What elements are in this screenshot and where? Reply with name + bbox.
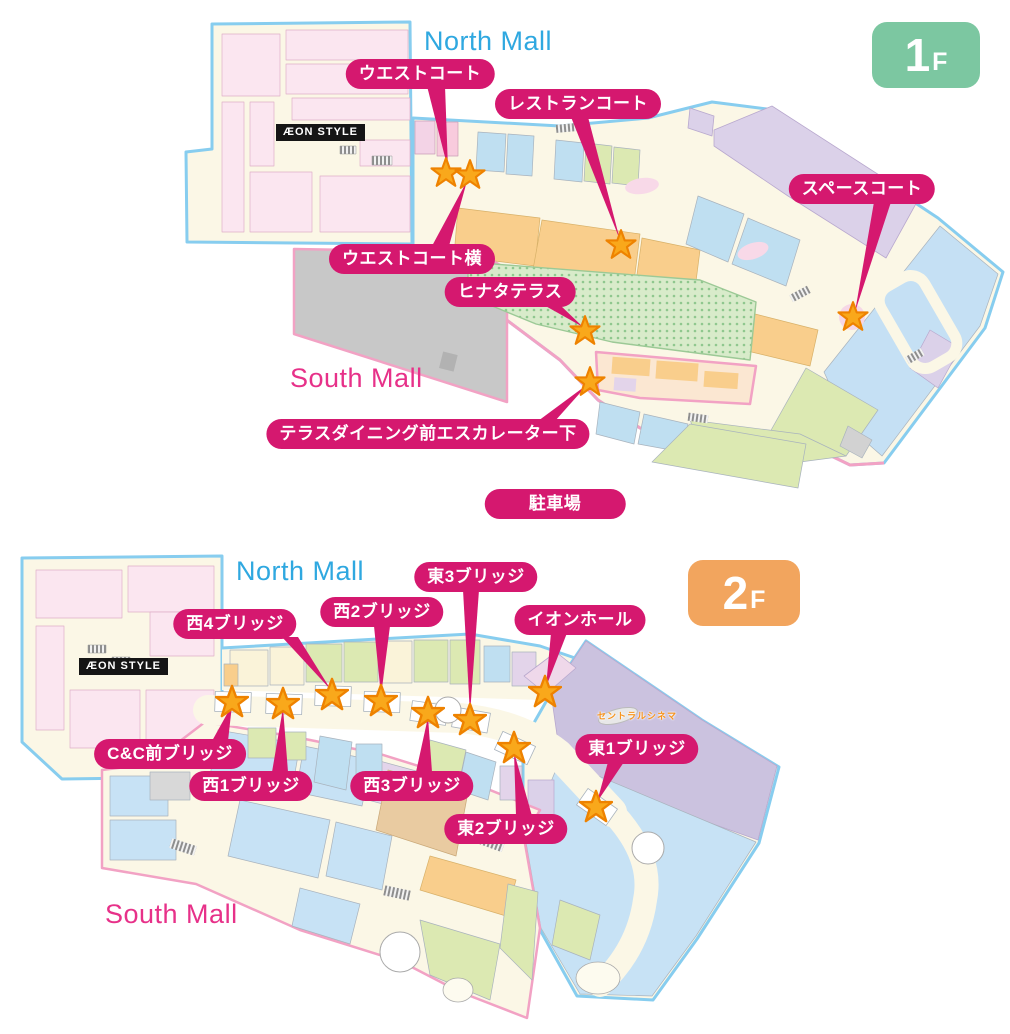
label-west2-bridge: 西2ブリッジ: [320, 597, 444, 627]
marker-east1-star-icon: [579, 789, 613, 823]
marker-west4-star-icon: [315, 677, 349, 711]
label-west-court: ウエストコート: [345, 59, 495, 89]
label-east1-bridge: 東1ブリッジ: [575, 734, 699, 764]
marker-west-court-star-icon: [430, 157, 462, 187]
label-pointers: [212, 86, 891, 816]
label-west4-bridge: 西4ブリッジ: [173, 609, 297, 639]
floor1-south-mall-title: South Mall: [290, 363, 423, 393]
label-hinata-terrace: ヒナタテラス: [444, 277, 576, 307]
marker-hinata-terrace-star-icon: [569, 315, 601, 345]
label-east2-bridge: 東2ブリッジ: [444, 814, 568, 844]
marker-space-court-star-icon: [837, 301, 869, 331]
floor1-aeon-style-logo: ÆON STYLE: [276, 124, 366, 141]
floor2-south-mall-title: South Mall: [105, 899, 238, 929]
label-parking: 駐車場: [484, 489, 626, 519]
label-aeon-hall: イオンホール: [514, 605, 646, 635]
label-west3-bridge: 西3ブリッジ: [350, 771, 474, 801]
marker-west-court-side-star-icon: [454, 159, 486, 189]
floor1-badge-number: 1: [904, 29, 931, 81]
marker-west3-star-icon: [411, 695, 445, 729]
marker-restaurant-court-star-icon: [605, 229, 637, 259]
floor2-north-mall-title: North Mall: [236, 556, 365, 586]
central-cinema-label: セントラルシネマ: [597, 711, 678, 721]
marker-west1-star-icon: [266, 686, 300, 720]
label-west-court-side: ウエストコート横: [329, 244, 495, 274]
marker-west2-star-icon: [364, 683, 398, 717]
marker-aeon-hall-star-icon: [528, 674, 562, 708]
marker-east2-star-icon: [497, 730, 531, 764]
marker-east3-star-icon: [453, 702, 487, 736]
floor2-badge-number: 2: [722, 567, 749, 619]
floor2-map: [20, 554, 781, 1020]
label-terrace-dining: テラスダイニング前エスカレーター下: [266, 419, 590, 449]
floor2-aeon-style-logo: ÆON STYLE: [79, 658, 169, 675]
label-west1-bridge: 西1ブリッジ: [189, 771, 313, 801]
floor2-badge-suffix: F: [750, 585, 766, 614]
label-cc-front-bridge: C&C前ブリッジ: [94, 739, 246, 769]
floor1-badge-suffix: F: [932, 47, 948, 76]
floor1-north-mall-title: North Mall: [424, 26, 553, 56]
label-east3-bridge: 東3ブリッジ: [414, 562, 538, 592]
label-space-court: スペースコート: [788, 174, 936, 204]
marker-terrace-dining-star-icon: [574, 366, 606, 396]
label-restaurant-court: レストランコート: [495, 89, 661, 119]
marker-cc-front-star-icon: [215, 684, 249, 718]
